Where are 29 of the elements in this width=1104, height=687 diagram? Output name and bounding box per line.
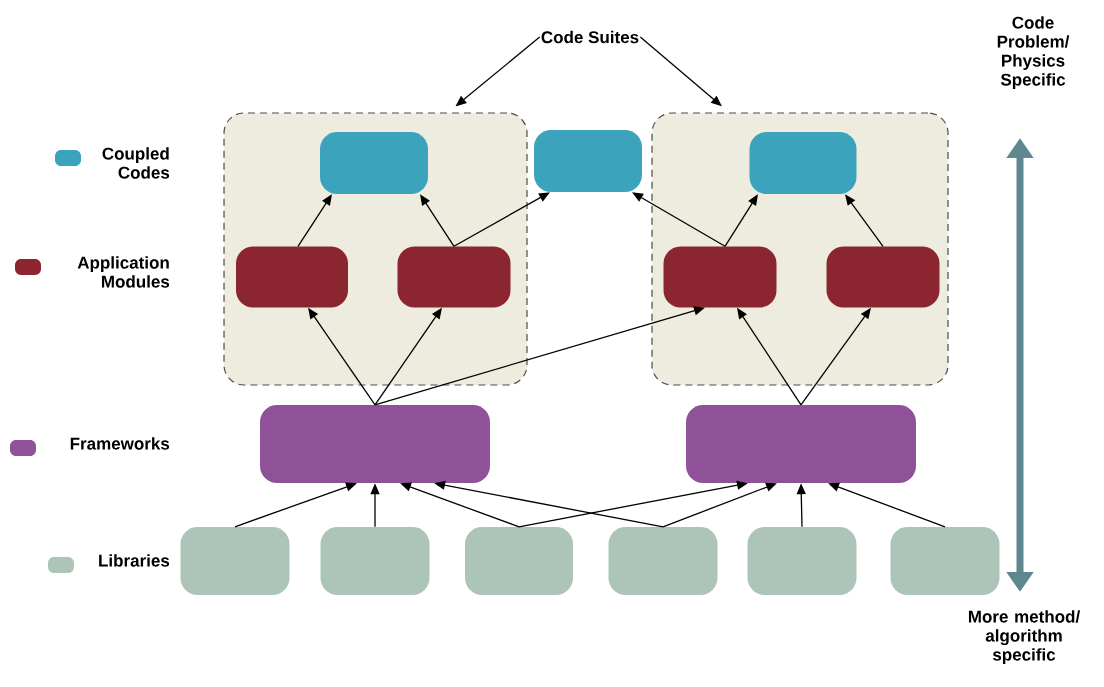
library-box <box>608 527 718 595</box>
legend-label: Coupled Codes <box>102 147 170 179</box>
arrow <box>845 194 884 247</box>
arrow <box>632 192 726 247</box>
library-box <box>890 527 1000 595</box>
framework-box <box>260 405 490 483</box>
application-module-box <box>663 246 777 308</box>
application-module-box <box>397 246 511 308</box>
framework-box <box>686 405 916 483</box>
library-box <box>320 527 430 595</box>
legend-label: Frameworks <box>70 437 170 450</box>
arrow <box>662 482 777 528</box>
scale-label: More method/ algorithm specific <box>968 610 1081 665</box>
callout-text: Code Suites <box>541 30 639 44</box>
arrow <box>453 192 550 247</box>
legend-label: Libraries <box>99 554 170 567</box>
arrow <box>828 482 946 528</box>
legend-label: Application Modules <box>77 256 170 288</box>
coupled-code-box <box>534 130 642 192</box>
scale-label: Code Problem/ Physics Specific <box>997 16 1070 90</box>
library-box <box>180 527 290 595</box>
arrow <box>234 482 357 528</box>
library-box <box>747 527 857 595</box>
coupled-code-box <box>749 132 857 194</box>
library-box <box>465 527 573 595</box>
coupled-code-box <box>320 132 428 194</box>
arrow <box>400 482 520 528</box>
application-module-box <box>236 246 348 308</box>
application-module-box <box>826 246 940 308</box>
